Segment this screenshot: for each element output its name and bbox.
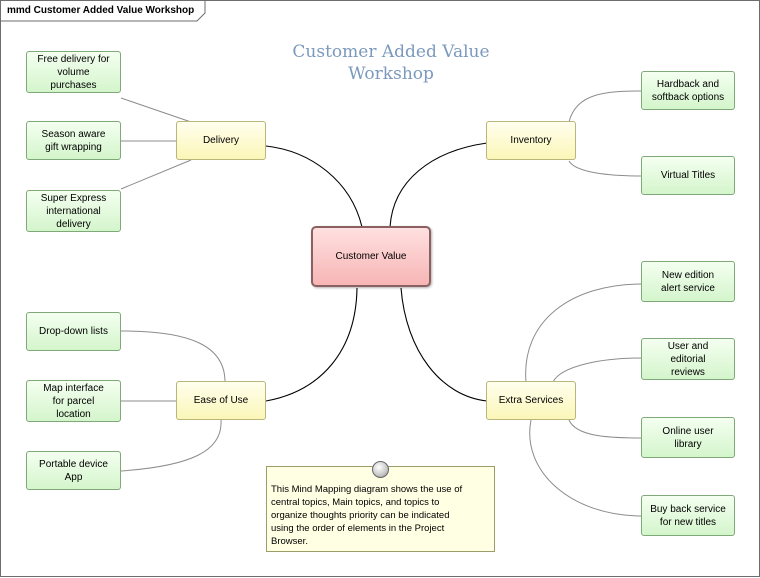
topic-map-interface[interactable]: Map interface for parcel location	[26, 380, 121, 422]
connector-extra-newedition	[525, 283, 643, 383]
connector-ease-dropdown	[120, 330, 226, 383]
diagram-note[interactable]: This Mind Mapping diagram shows the use …	[266, 466, 495, 552]
topic-online-user-library[interactable]: Online user library	[641, 417, 735, 458]
note-pin-icon	[372, 461, 389, 478]
topic-label: Free delivery for volume purchases	[37, 53, 110, 91]
topic-virtual-titles[interactable]: Virtual Titles	[641, 156, 735, 195]
topic-label: User and editorial reviews	[667, 340, 709, 378]
main-topic-extra-services[interactable]: Extra Services	[486, 381, 576, 420]
main-topic-label: Extra Services	[498, 395, 564, 406]
diagram-tab-shape	[1, 1, 206, 22]
diagram-title: Customer Added Value Workshop	[261, 41, 521, 85]
connector-central-extra	[400, 287, 488, 402]
topic-free-delivery[interactable]: Free delivery for volume purchases	[26, 51, 121, 93]
topic-label: Buy back service for new titles	[650, 503, 726, 528]
connector-extra-buyback	[529, 419, 643, 517]
connector-extra-library	[568, 419, 643, 439]
connector-delivery-express	[120, 159, 192, 190]
main-topic-label: Ease of Use	[193, 395, 249, 406]
connector-central-ease	[265, 287, 358, 402]
central-topic[interactable]: Customer Value	[311, 226, 431, 287]
connector-delivery-free	[120, 97, 192, 123]
connector-inventory-hardback	[568, 90, 643, 123]
main-topic-label: Delivery	[202, 135, 240, 146]
topic-label: Hardback and softback options	[651, 78, 725, 103]
topic-label: Drop-down lists	[39, 326, 108, 337]
topic-label: New edition alert service	[661, 269, 715, 294]
topic-season-wrapping[interactable]: Season aware gift wrapping	[26, 121, 121, 160]
topic-super-express[interactable]: Super Express international delivery	[26, 190, 121, 232]
connector-inventory-virtual	[568, 160, 643, 177]
topic-dropdown-lists[interactable]: Drop-down lists	[26, 312, 121, 351]
topic-label: Portable device App	[39, 458, 108, 483]
diagram-title-line2: Workshop	[348, 64, 434, 84]
connector-extra-reviews	[552, 357, 643, 383]
connector-central-inventory	[389, 142, 488, 228]
topic-user-editorial-reviews[interactable]: User and editorial reviews	[641, 338, 735, 380]
central-topic-label: Customer Value	[335, 251, 407, 262]
topic-label: Online user library	[662, 425, 714, 450]
main-topic-label: Inventory	[510, 135, 552, 146]
connector-central-delivery	[265, 145, 363, 228]
topic-new-edition-alert[interactable]: New edition alert service	[641, 261, 735, 302]
main-topic-delivery[interactable]: Delivery	[176, 121, 266, 160]
main-topic-inventory[interactable]: Inventory	[486, 121, 576, 160]
diagram-title-line1: Customer Added Value	[292, 42, 490, 62]
topic-label: Season aware gift wrapping	[41, 128, 106, 153]
connector-ease-portable	[120, 419, 222, 472]
topic-hardback-softback[interactable]: Hardback and softback options	[641, 71, 735, 110]
diagram-tab-label: mmd Customer Added Value Workshop	[7, 5, 195, 16]
topic-buy-back-service[interactable]: Buy back service for new titles	[641, 495, 735, 536]
topic-label: Virtual Titles	[660, 170, 716, 181]
main-topic-ease-of-use[interactable]: Ease of Use	[176, 381, 266, 420]
topic-label: Super Express international delivery	[40, 192, 107, 230]
topic-portable-app[interactable]: Portable device App	[26, 451, 121, 490]
topic-label: Map interface for parcel location	[43, 382, 104, 420]
